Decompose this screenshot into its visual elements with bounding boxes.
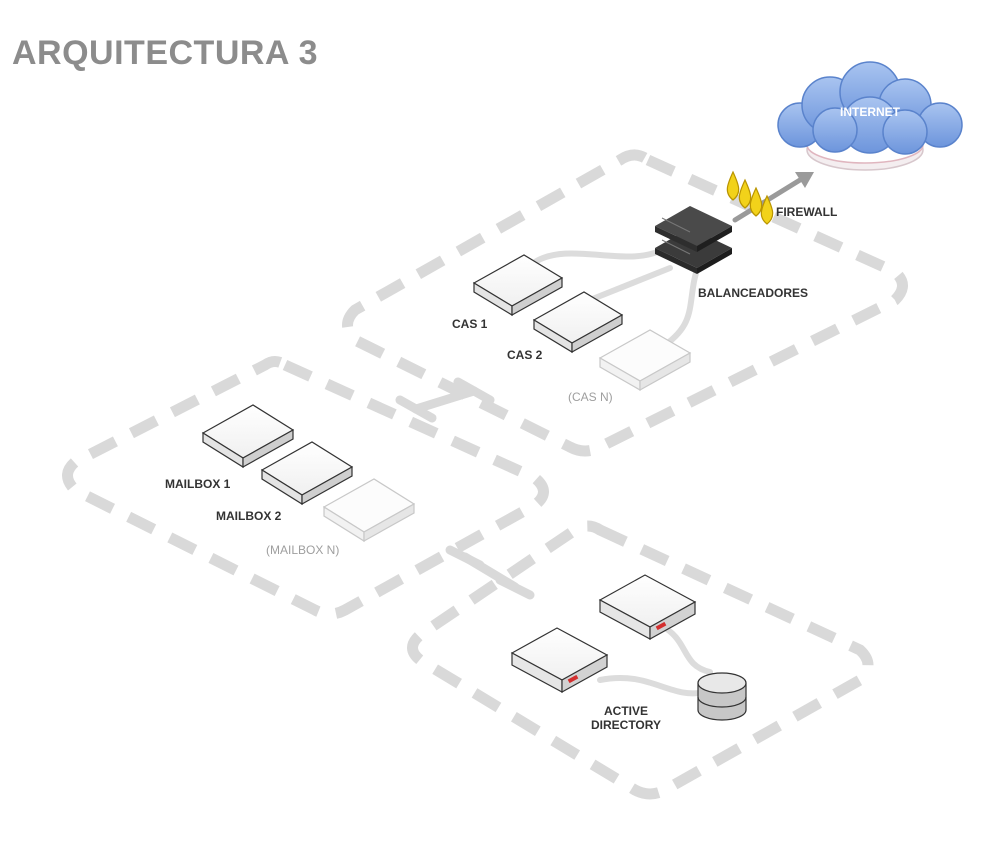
server-mailbox2 xyxy=(260,441,354,506)
ad-label-line1: ACTIVE xyxy=(604,704,648,718)
server-cas2 xyxy=(532,291,624,354)
server-casn xyxy=(598,329,692,392)
internet-label: INTERNET xyxy=(840,105,901,119)
mailbox1-label: MAILBOX 1 xyxy=(165,477,231,491)
page-title: ARQUITECTURA 3 xyxy=(12,34,319,72)
mailbox2-label: MAILBOX 2 xyxy=(216,509,282,523)
server-mailboxn xyxy=(322,478,416,543)
cloud-icon: INTERNET xyxy=(777,61,963,171)
cas1-label: CAS 1 xyxy=(452,317,488,331)
zone-cas xyxy=(342,149,908,457)
zone-connector-bottom xyxy=(445,545,535,600)
zone-connector-top xyxy=(395,377,495,423)
casn-label: (CAS N) xyxy=(568,390,613,404)
flame-icon xyxy=(726,170,774,225)
load-balancer-icon xyxy=(655,206,732,274)
database-icon xyxy=(697,672,747,721)
ad-label-line2: DIRECTORY xyxy=(591,718,661,732)
firewall-label: FIREWALL xyxy=(776,205,837,219)
server-ad-1 xyxy=(598,574,697,641)
cas2-label: CAS 2 xyxy=(507,348,543,362)
mailboxn-label: (MAILBOX N) xyxy=(266,543,339,557)
balanceadores-label: BALANCEADORES xyxy=(698,286,808,300)
zone-mailbox xyxy=(62,356,549,620)
server-cas1 xyxy=(472,254,564,317)
zone-active-directory xyxy=(407,520,874,800)
server-ad-2 xyxy=(510,627,609,694)
server-mailbox1 xyxy=(201,404,295,469)
cables xyxy=(532,245,713,697)
